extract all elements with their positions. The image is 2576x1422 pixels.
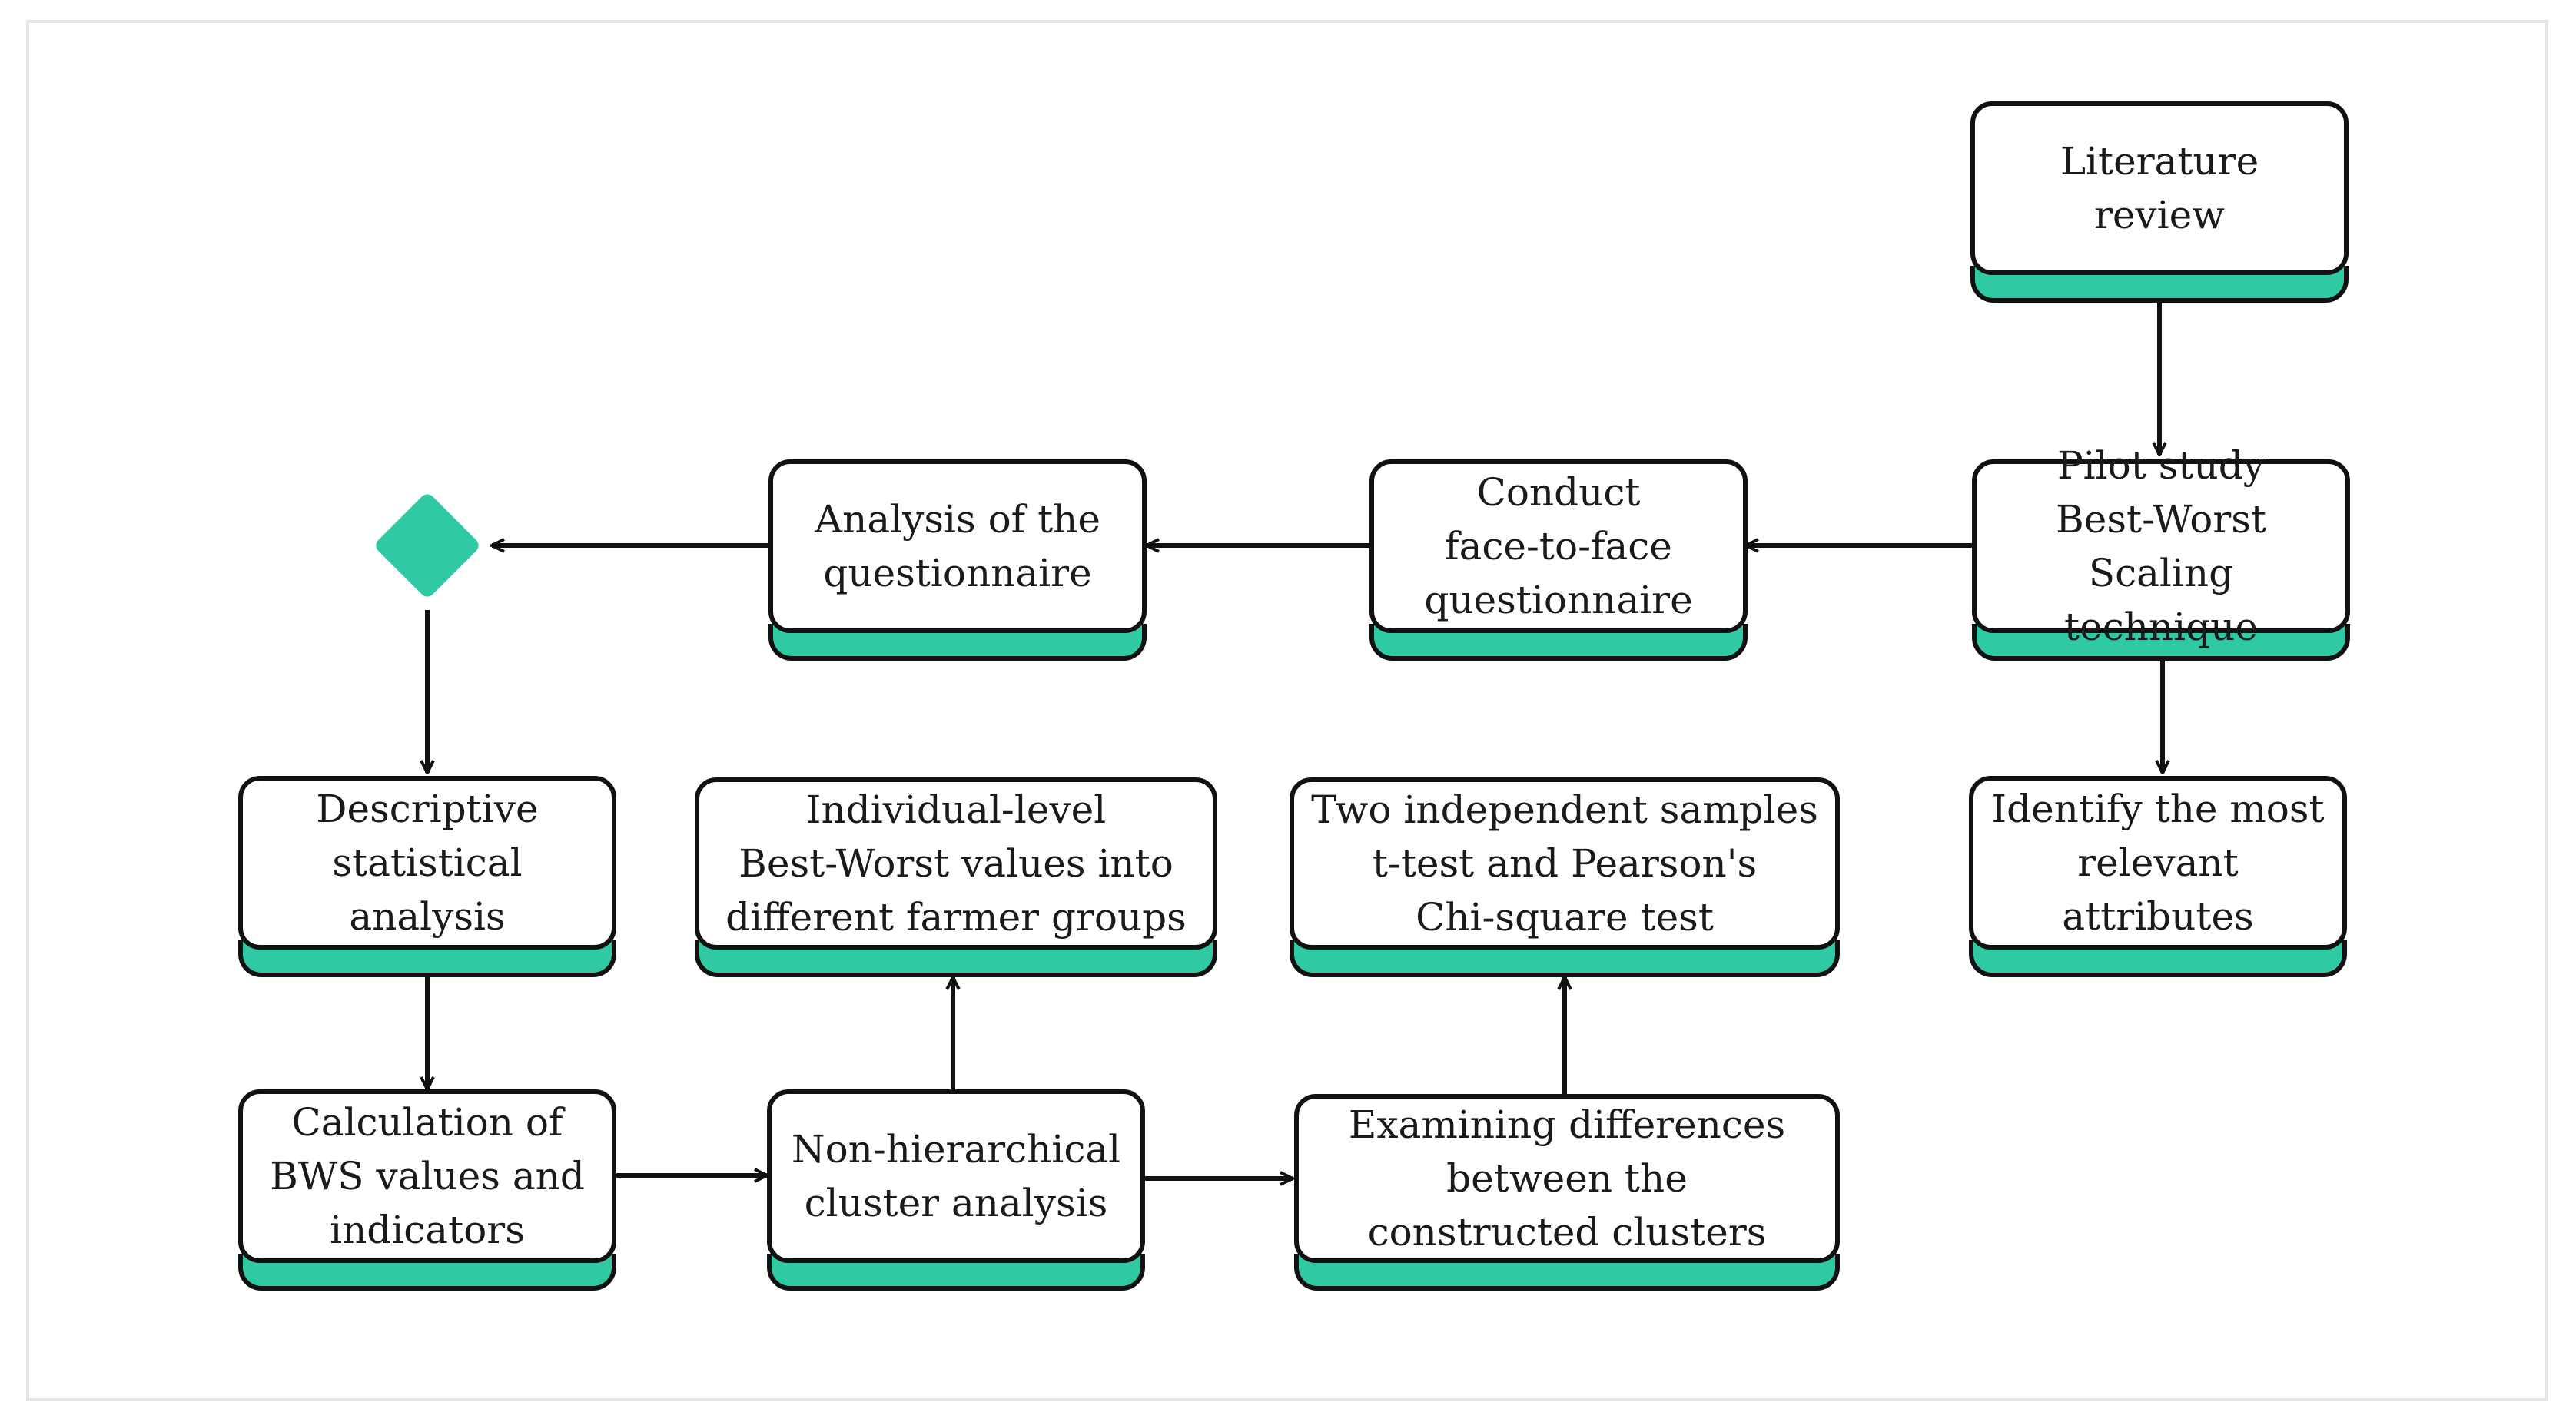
node-two-samples-label: Two independent samples t-test and Pears… xyxy=(1311,787,1818,940)
node-examining-differences-label: Examining differences between the constr… xyxy=(1348,1102,1786,1255)
node-pilot-study: Pilot study Best-Worst Scaling technique xyxy=(1972,443,2350,661)
node-calculation-bws-label: Calculation of BWS values and indicators xyxy=(270,1100,585,1252)
node-individual-level: Individual-level Best-Worst values into … xyxy=(695,777,1217,977)
node-two-samples: Two independent samples t-test and Pears… xyxy=(1290,777,1840,977)
node-conduct-questionnaire-label: Conduct face-to-face questionnaire xyxy=(1424,470,1693,622)
node-individual-level-label: Individual-level Best-Worst values into … xyxy=(725,787,1187,940)
node-conduct-questionnaire: Conduct face-to-face questionnaire xyxy=(1369,459,1748,661)
node-cluster-analysis-label: Non-hierarchical cluster analysis xyxy=(791,1127,1121,1225)
node-pilot-study-label: Pilot study Best-Worst Scaling technique xyxy=(2056,443,2266,649)
node-identify-attributes: Identify the most relevant attributes xyxy=(1969,776,2347,977)
node-literature-review-label: Literature review xyxy=(2060,139,2259,237)
node-literature-review: Literature review xyxy=(1970,101,2349,303)
node-calculation-bws: Calculation of BWS values and indicators xyxy=(238,1089,616,1291)
node-examining-differences: Examining differences between the constr… xyxy=(1294,1094,1840,1291)
node-descriptive-analysis: Descriptive statistical analysis xyxy=(238,776,616,977)
node-analysis-questionnaire-label: Analysis of the questionnaire xyxy=(815,497,1100,595)
decision-diamond xyxy=(376,494,479,597)
node-descriptive-analysis-label: Descriptive statistical analysis xyxy=(316,787,539,939)
node-cluster-analysis: Non-hierarchical cluster analysis xyxy=(767,1089,1145,1291)
node-analysis-questionnaire: Analysis of the questionnaire xyxy=(768,459,1147,661)
node-identify-attributes-label: Identify the most relevant attributes xyxy=(1991,787,2325,939)
